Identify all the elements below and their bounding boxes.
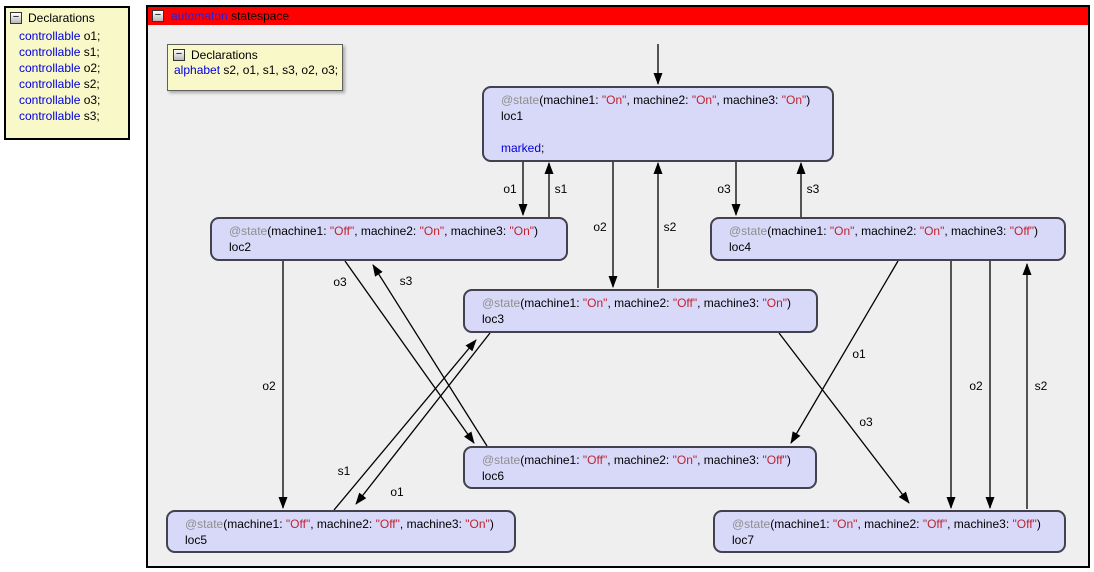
declaration-controllable-o3: controllable o3; [19,93,101,107]
state-name: loc1 [501,109,524,123]
edge-o3-loc2-to-loc6 [344,260,475,444]
edge-o1-loc3-to-loc5 [355,332,491,505]
edge-s3-loc6-to-loc2 [372,264,488,447]
edge-label-s2: s2 [1035,379,1048,393]
declarations-panel-title: Declarations [28,11,95,25]
declaration-controllable-o1: controllable o1; [19,29,101,43]
state-annotation: @state(machine1: "Off", machine2: "Off",… [185,517,494,531]
edge-label-o2: o2 [593,220,607,234]
automaton-panel-titlebar[interactable]: − automaton statespace [148,7,1088,25]
collapse-icon[interactable]: − [10,12,22,24]
state-loc4[interactable]: @state(machine1: "On", machine2: "On", m… [710,217,1066,261]
declarations-panel: − Declarations controllable o1; controll… [4,6,130,140]
spacer [501,124,828,140]
state-name: loc6 [482,469,505,483]
state-loc6[interactable]: @state(machine1: "Off", machine2: "On", … [463,446,817,489]
state-annotation: @state(machine1: "On", machine2: "Off", … [482,296,792,310]
alphabet-box-titlebar[interactable]: − Declarations [168,45,342,63]
edge-label-o1: o1 [503,182,517,196]
state-loc5[interactable]: @state(machine1: "Off", machine2: "Off",… [166,510,516,553]
state-annotation: @state(machine1: "On", machine2: "On", m… [729,224,1039,238]
state-name: loc2 [229,240,252,254]
state-annotation: @state(machine1: "On", machine2: "On", m… [501,93,811,107]
declaration-controllable-s3: controllable s3; [19,109,100,123]
edge-o3-loc3-to-loc7 [778,332,910,504]
declaration-controllable-o2: controllable o2; [19,61,101,75]
declaration-controllable-s1: controllable s1; [19,45,100,59]
edge-label-o3: o3 [717,182,731,196]
edge-o1-loc4-to-loc6 [790,260,899,444]
collapse-icon[interactable]: − [152,10,164,22]
state-loc2[interactable]: @state(machine1: "Off", machine2: "On", … [210,217,568,261]
edge-label-o3: o3 [333,275,347,289]
edge-label-o2: o2 [262,379,276,393]
collapse-icon[interactable]: − [173,49,185,61]
edge-s1-loc5-to-loc3 [333,339,477,511]
state-name: loc5 [185,533,208,547]
edge-label-s3: s3 [400,274,413,288]
state-name: loc3 [482,312,505,326]
state-marked: marked; [501,141,545,155]
declaration-controllable-s2: controllable s2; [19,77,100,91]
alphabet-box-title: Declarations [191,48,258,62]
edge-label-s1: s1 [338,464,351,478]
automaton-panel-title: automaton statespace [171,9,290,23]
state-name: loc7 [732,533,755,547]
alphabet-declaration: alphabet s2, o1, s1, s3, o2, o3; [174,63,339,77]
state-loc1[interactable]: @state(machine1: "On", machine2: "On", m… [482,86,834,162]
state-annotation: @state(machine1: "Off", machine2: "On", … [482,453,791,467]
edge-label-o3: o3 [859,415,873,429]
edge-label-s2: s2 [664,220,677,234]
state-loc7[interactable]: @state(machine1: "On", machine2: "Off", … [713,510,1066,553]
declarations-panel-titlebar[interactable]: − Declarations [6,8,128,28]
state-name: loc4 [729,240,752,254]
alphabet-declarations-box: − Declarations alphabet s2, o1, s1, s3, … [167,44,343,91]
state-annotation: @state(machine1: "On", machine2: "Off", … [732,517,1041,531]
edge-label-o2: o2 [969,379,983,393]
edge-label-s3: s3 [807,182,820,196]
edge-label-s1: s1 [555,182,568,196]
edge-label-o1: o1 [390,485,404,499]
edge-label-o1: o1 [852,347,866,361]
state-loc3[interactable]: @state(machine1: "On", machine2: "Off", … [463,289,818,333]
state-annotation: @state(machine1: "Off", machine2: "On", … [229,224,539,238]
